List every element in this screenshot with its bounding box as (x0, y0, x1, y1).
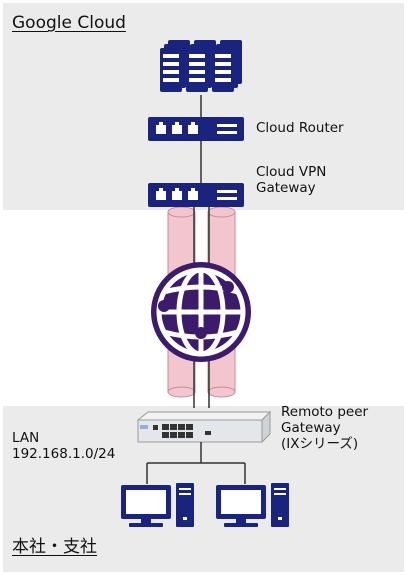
cloud-router-label: Cloud Router (256, 120, 344, 136)
vpn-gateway-label: Cloud VPN Gateway (256, 164, 326, 196)
vpn-gateway-label-line-2: Gateway (256, 180, 316, 197)
router-icon (148, 117, 244, 141)
lan-label: LAN 192.168.1.0/24 (12, 430, 115, 462)
vpn-gateway-label-line-1: Cloud VPN (256, 164, 327, 180)
peer-gateway-label-line-2: Gateway (281, 420, 341, 437)
lan-title: LAN (12, 430, 40, 446)
peer-gateway-label-line-1: Remoto peer (281, 404, 369, 420)
server-stack-icon (160, 40, 242, 92)
peer-gateway-label: Remoto peer Gateway (IXシリーズ) (281, 404, 368, 453)
office-title: 本社・支社 (12, 537, 97, 557)
lan-wiring (146, 442, 246, 484)
vpn-gateway-icon (148, 183, 244, 207)
peer-gateway-label-line-3: (IXシリーズ) (281, 436, 359, 453)
internet-globe-icon (151, 262, 251, 362)
network-appliance-icon (136, 410, 272, 444)
lan-subnet: 192.168.1.0/24 (12, 446, 116, 463)
google-cloud-title: Google Cloud (12, 13, 126, 33)
desktop-pc-icon (121, 483, 194, 527)
google-cloud-region (3, 3, 404, 210)
desktop-pc-icon-2 (216, 483, 289, 527)
